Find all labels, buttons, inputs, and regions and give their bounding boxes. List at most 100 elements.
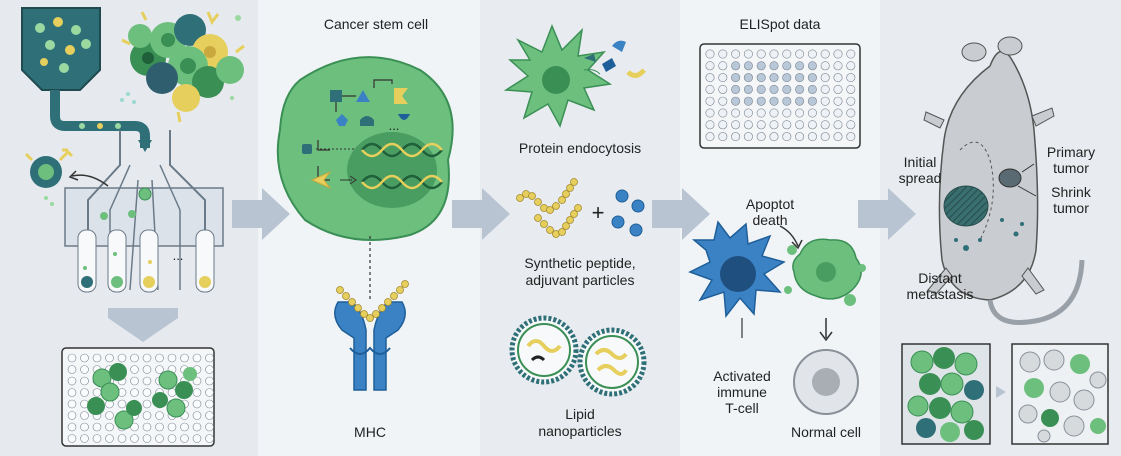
well [92, 422, 102, 432]
well [105, 422, 114, 432]
label-distant-1: Distant [918, 270, 962, 286]
well [705, 120, 715, 130]
well [769, 84, 779, 94]
label-distant-2: metastasis [906, 286, 974, 302]
well [155, 411, 164, 420]
well [67, 399, 77, 409]
well [67, 434, 77, 443]
well [80, 376, 89, 386]
arrow-2-to-3 [452, 188, 510, 240]
well [769, 120, 779, 130]
label-protein-endocytosis: Protein endocytosis [518, 140, 642, 156]
dna-helix-icon [361, 142, 443, 190]
well [155, 365, 164, 374]
label-lipid-2: nanoparticles [538, 423, 622, 439]
well [795, 61, 805, 71]
label-apoptot-2: death [752, 212, 788, 228]
well [807, 108, 817, 118]
label-shrink-1: Shrink [1051, 184, 1091, 200]
well [820, 49, 830, 59]
well [130, 434, 139, 443]
well [782, 73, 792, 83]
well [795, 132, 805, 142]
ejected-cell [24, 148, 109, 206]
well [833, 49, 843, 59]
arrow-1-to-2 [232, 188, 290, 240]
well [782, 132, 792, 142]
well [807, 73, 817, 83]
well [205, 411, 214, 420]
well [180, 353, 189, 363]
well [731, 96, 741, 106]
well [743, 120, 753, 130]
well [756, 49, 766, 59]
well [795, 49, 805, 59]
well [833, 96, 843, 106]
label-mhc: MHC [354, 424, 386, 440]
well [731, 108, 741, 118]
label-initial-1: Initial [903, 154, 937, 170]
well [205, 434, 214, 443]
arrow-4-to-5 [858, 188, 916, 240]
well [192, 434, 202, 443]
label-shrink-2: tumor [1053, 200, 1089, 216]
well [205, 376, 214, 386]
well [205, 365, 214, 374]
well [743, 108, 753, 118]
ellipsis-channels: ... [172, 248, 184, 263]
well [130, 388, 139, 397]
ellipsis-pathway: ... [388, 118, 400, 133]
well [756, 61, 766, 71]
well [180, 434, 189, 443]
well [117, 353, 127, 363]
well [846, 49, 856, 59]
well [718, 132, 728, 142]
apoptotic-cell [779, 225, 866, 342]
label-activated-2: immune [717, 384, 767, 400]
well [756, 132, 766, 142]
well [769, 96, 779, 106]
well [205, 422, 214, 432]
well [718, 120, 728, 130]
flow-arrows [108, 188, 916, 342]
well [833, 108, 843, 118]
well [820, 108, 830, 118]
label-normal-cell: Normal cell [790, 424, 861, 440]
well [820, 73, 830, 83]
label-primary-2: tumor [1053, 160, 1089, 176]
well [67, 422, 77, 432]
well [807, 49, 817, 59]
well [731, 73, 741, 83]
well [205, 353, 214, 363]
well [756, 120, 766, 130]
well [130, 365, 139, 374]
well [205, 388, 214, 397]
well [782, 84, 792, 94]
well [756, 96, 766, 106]
well [80, 434, 89, 443]
well [820, 61, 830, 71]
well [67, 388, 77, 397]
well [192, 376, 202, 386]
label-synthetic-peptide-2: adjuvant particles [525, 272, 635, 288]
well [769, 61, 779, 71]
well [795, 120, 805, 130]
well [769, 73, 779, 83]
well [807, 96, 817, 106]
well [205, 399, 214, 409]
well [743, 84, 753, 94]
well [743, 96, 753, 106]
well [105, 353, 114, 363]
well [718, 96, 728, 106]
well [756, 108, 766, 118]
label-synthetic-peptide-1: Synthetic peptide, [524, 255, 636, 271]
label-activated-3: T-cell [725, 400, 759, 416]
well [80, 365, 89, 374]
well [846, 73, 856, 83]
well [846, 96, 856, 106]
well [130, 422, 139, 432]
activated-t-cell [688, 220, 786, 338]
well [130, 353, 139, 363]
well [142, 376, 152, 386]
